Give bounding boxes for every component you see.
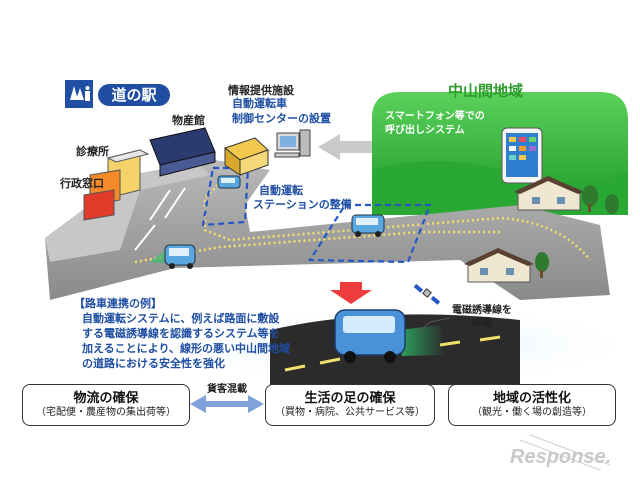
logistics-box: 物流の確保 （宅配便・農産物の集出荷等） (22, 384, 190, 426)
info-facility-label: 情報提供施設 (228, 84, 294, 97)
autonomous-vehicle (150, 244, 200, 269)
control-center-label: 自動運転車 制御センターの設置 (232, 96, 331, 126)
induction-pointer (417, 317, 451, 333)
station-label: 自動運転 ステーションの整備 (253, 184, 352, 212)
autonomous-vehicle (217, 175, 241, 189)
michi-no-eki-banner: 道の駅 (98, 84, 170, 106)
computer-icon (274, 129, 311, 158)
daily-transport-box: 生活の足の確保 （買物・病院、公共サービス等） (265, 384, 435, 426)
bussankan-label: 物産館 (172, 114, 205, 127)
induction-line-1: 電磁誘導線を (452, 305, 512, 316)
induction-label: 電磁誘導線を 認識 (452, 304, 512, 330)
example-line: 自動運転システムに、例えば路面に敷設 (82, 312, 280, 325)
down-arrow (330, 282, 372, 304)
daily-transport-title: 生活の足の確保 (304, 391, 396, 406)
autonomous-vehicle (351, 214, 385, 237)
admin-window-label: 行政窓口 (60, 177, 104, 190)
example-line: する電磁誘導線を認識するシステム等を (82, 327, 280, 340)
road-scene (145, 305, 640, 385)
smartphone-label: スマートフォン等での 呼び出しシステム (385, 110, 485, 138)
clinic-label: 診療所 (76, 145, 109, 158)
chusankan-label: 中山間地域 (448, 82, 524, 100)
info-facility-building (223, 137, 269, 176)
house-icon (464, 248, 534, 283)
revitalization-subtitle: （観光・働く場の創造等） (472, 407, 592, 418)
revitalization-box: 地域の活性化 （観光・働く場の創造等） (448, 384, 616, 426)
clinic-building (83, 149, 150, 221)
michi-no-eki-label: 道の駅 (111, 86, 157, 104)
smartphone-line-1: スマートフォン等での (385, 111, 485, 122)
example-line: の道路における安全性を強化 (82, 357, 225, 370)
tree-icon (535, 185, 619, 278)
smartphone-line-2: 呼び出しシステム (385, 125, 465, 136)
example-line: 加えることにより、線形の悪い中山間地域 (82, 342, 291, 355)
watermark-logo: Response. (510, 446, 612, 468)
satellite-icon (413, 283, 441, 305)
tablet-icon (501, 127, 543, 184)
control-center-line-2: 制御センターの設置 (232, 112, 331, 125)
daily-transport-subtitle: （買物・病院、公共サービス等） (275, 407, 425, 418)
call-arrow (318, 134, 372, 160)
control-center-line-1: 自動運転車 (232, 97, 287, 110)
logistics-title: 物流の確保 (73, 391, 139, 406)
station-line-1: 自動運転 (259, 184, 303, 197)
mixed-transport-label: 貨客混載 (207, 384, 247, 395)
example-block: 【路車連携の例】 自動運転システムに、例えば路面に敷設 する電磁誘導線を認識する… (74, 296, 290, 371)
station-line-2: ステーションの整備 (253, 198, 352, 211)
corner-decoration (519, 434, 611, 471)
example-title: 【路車連携の例】 (74, 297, 162, 310)
bussankan-building (149, 127, 216, 177)
induction-line-2: 認識 (472, 318, 492, 329)
logistics-subtitle: （宅配便・農産物の集出荷等） (36, 407, 176, 418)
house-icon (514, 176, 584, 211)
double-arrow (190, 395, 264, 413)
revitalization-title: 地域の活性化 (492, 391, 571, 406)
michi-no-eki-icon (65, 80, 93, 108)
